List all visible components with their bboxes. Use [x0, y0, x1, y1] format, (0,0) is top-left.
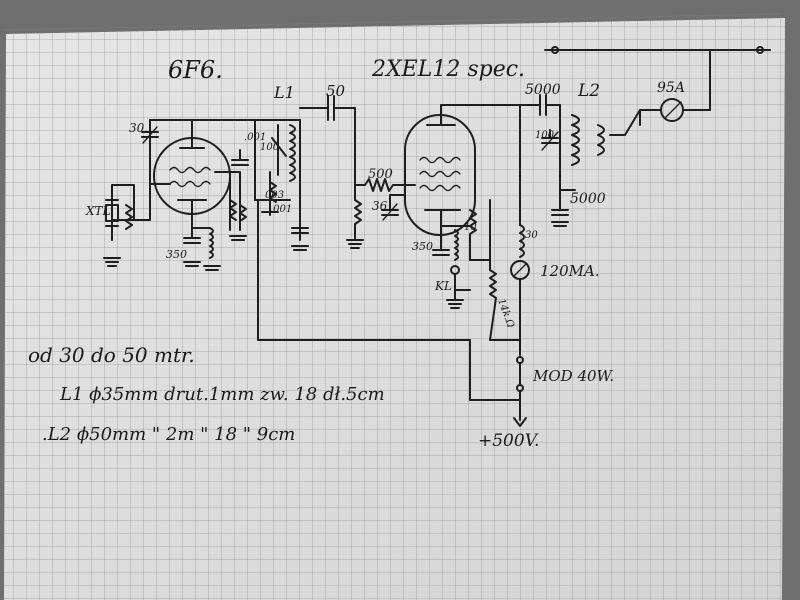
label-c001: .001: [244, 132, 266, 143]
label-r500: 500: [368, 167, 393, 182]
amplifier-tube-label: 2XEL12 spec.: [371, 57, 525, 82]
grid-paper: [3, 13, 785, 600]
amplifier-tube: [404, 104, 521, 236]
label-c350-right: 350: [412, 240, 433, 253]
label-l1: L1: [273, 83, 295, 102]
label-r003: 003: [265, 190, 284, 201]
oscillator-circuit: [103, 119, 521, 401]
note-l2: .L2 ϕ50mm " 2m " 18 " 9cm: [42, 424, 295, 445]
note-l1: L1 ϕ35mm drut.1mm zw. 18 dł.5cm: [59, 384, 385, 405]
coil-notes: od 30 do 50 mtr. L1 ϕ35mm drut.1mm zw. 1…: [28, 343, 385, 445]
label-xtl: XTL: [85, 204, 111, 218]
label-c100-l1: 100: [260, 142, 280, 153]
label-hv: +500V.: [478, 431, 539, 451]
label-kl: KL: [434, 279, 452, 293]
label-l2: L2: [577, 81, 600, 101]
label-c30: 30: [129, 121, 145, 135]
label-r001: .001: [270, 204, 292, 215]
label-c5000-top: 5000: [525, 82, 561, 98]
label-mod: MOD 40W.: [532, 367, 614, 385]
note-band: od 30 do 50 mtr.: [28, 343, 195, 367]
label-c36: 36: [372, 199, 388, 213]
coupling-capacitor: [299, 95, 356, 186]
label-120ma: 120MA.: [540, 262, 600, 280]
label-c350-left: 350: [166, 248, 187, 261]
label-r1: 10: [464, 222, 477, 233]
label-r2: 30: [525, 230, 538, 241]
amplifier-circuit: [346, 46, 771, 427]
label-c50: 50: [326, 82, 346, 100]
label-c100-l2: 100: [535, 130, 555, 141]
label-c5000-bottom: 5000: [570, 191, 606, 207]
oscillator-tube-label: 6F6.: [168, 56, 223, 84]
label-95a: 95A: [657, 80, 685, 96]
